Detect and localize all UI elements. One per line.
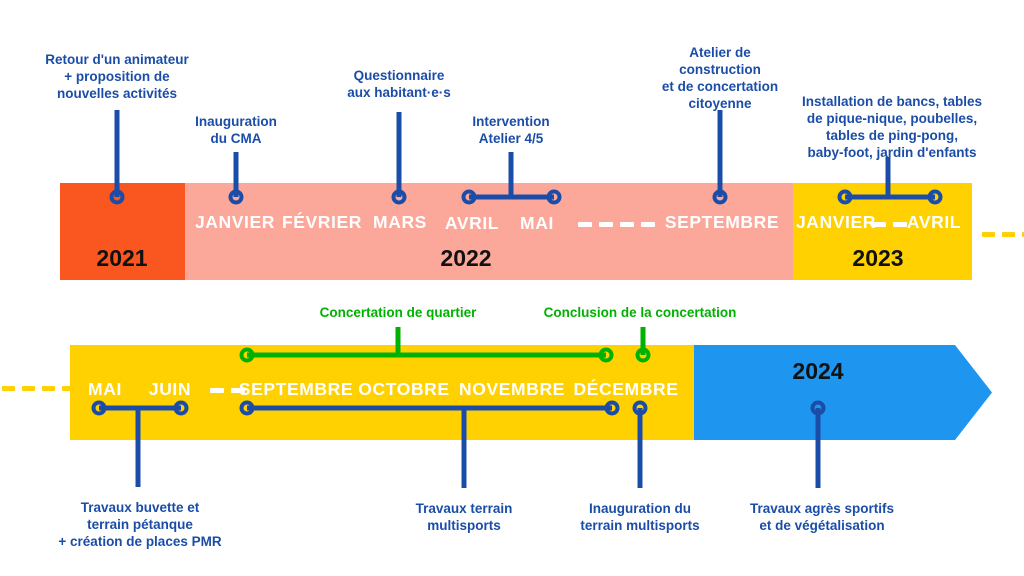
marker-dot-concertation-end[interactable] xyxy=(598,347,614,363)
connector-stem-travaux-buvette xyxy=(135,408,141,487)
marker-dot-inauguration-multisports[interactable] xyxy=(632,400,648,416)
range-line-intervention-atelier xyxy=(469,194,554,200)
month-label-fevrier-2022: FÉVRIER xyxy=(281,212,363,232)
range-line-concertation-quartier xyxy=(247,352,606,358)
month-label-juin-2023: JUIN xyxy=(148,379,192,399)
callout-intervention-atelier: Intervention Atelier 4/5 xyxy=(472,114,550,146)
marker-dot-travaux-multisports-start[interactable] xyxy=(239,400,255,416)
connector-stem-conclusion-concertation xyxy=(640,327,646,355)
marker-dot-retour-animateur[interactable] xyxy=(109,189,125,205)
month-label-novembre-2023: NOVEMBRE xyxy=(459,379,565,399)
callout-retour-animateur: Retour d'un animateur + proposition de n… xyxy=(45,52,189,101)
marker-dot-concertation-start[interactable] xyxy=(239,347,255,363)
connector-stem-atelier-construction xyxy=(717,110,723,197)
month-label-septembre-2022: SEPTEMBRE xyxy=(664,212,780,232)
callout-inauguration-multisports: Inauguration du terrain multisports xyxy=(580,501,700,533)
range-line-travaux-multisports xyxy=(247,405,612,411)
timeline-segment-2024-arrow xyxy=(694,345,992,440)
timeline-segment-2023-continued xyxy=(70,345,694,440)
dashed-gap-row2 xyxy=(210,388,245,393)
callout-travaux-multisports: Travaux terrain multisports xyxy=(415,501,513,533)
year-label-2021: 2021 xyxy=(96,245,148,271)
month-label-decembre-2023: DÉCEMBRE xyxy=(573,379,679,399)
month-label-septembre-2023: SEPTEMBRE xyxy=(238,379,354,399)
connector-stem-retour-animateur xyxy=(114,110,120,197)
callout-travaux-buvette: Travaux buvette et terrain pétanque + cr… xyxy=(58,500,222,549)
marker-dot-travaux-agres[interactable] xyxy=(810,400,826,416)
connector-stem-inauguration-cma xyxy=(233,152,239,197)
month-label-mai-2023: MAI xyxy=(88,379,122,399)
callout-questionnaire: Questionnaire aux habitant·e·s xyxy=(347,68,451,100)
callout-conclusion-concertation: Conclusion de la concertation xyxy=(543,305,737,320)
month-label-mars-2022: MARS xyxy=(373,212,427,232)
marker-dot-intervention-start[interactable] xyxy=(461,189,477,205)
range-line-installation-bancs xyxy=(845,194,935,200)
marker-dot-travaux-multisports-end[interactable] xyxy=(604,400,620,416)
connector-stem-questionnaire xyxy=(396,112,402,197)
marker-dot-installation-start[interactable] xyxy=(837,189,853,205)
year-label-2024: 2024 xyxy=(792,358,844,384)
year-label-2022: 2022 xyxy=(440,245,492,271)
dashed-continuation-left xyxy=(2,386,75,391)
month-label-mai-2022: MAI xyxy=(520,213,554,233)
month-label-octobre-2023: OCTOBRE xyxy=(358,379,450,399)
connector-stem-concertation-quartier xyxy=(395,327,401,355)
connector-stem-travaux-agres xyxy=(815,408,821,488)
year-label-2023: 2023 xyxy=(852,245,904,271)
dashed-continuation-right xyxy=(982,232,1024,237)
marker-dot-travaux-buvette-end[interactable] xyxy=(173,400,189,416)
callout-atelier-construction: Atelier de construction et de concertati… xyxy=(661,45,779,111)
connector-stem-inauguration-multisports xyxy=(637,408,643,488)
marker-dot-inauguration-cma[interactable] xyxy=(228,189,244,205)
marker-dot-intervention-end[interactable] xyxy=(546,189,562,205)
callout-installation-bancs: Installation de bancs, tables de pique-n… xyxy=(801,94,983,160)
marker-dot-questionnaire[interactable] xyxy=(391,189,407,205)
callout-inauguration-cma: Inauguration du CMA xyxy=(195,114,277,146)
callout-concertation-quartier: Concertation de quartier xyxy=(319,305,477,320)
month-label-janvier-2023: JANVIER xyxy=(795,212,877,232)
marker-dot-atelier-construction[interactable] xyxy=(712,189,728,205)
dashed-gap-row1 xyxy=(578,222,655,227)
month-label-avril-2022: AVRIL xyxy=(444,213,500,233)
marker-dot-installation-end[interactable] xyxy=(927,189,943,205)
marker-dot-travaux-buvette-start[interactable] xyxy=(91,400,107,416)
callout-travaux-agres: Travaux agrès sportifs et de végétalisat… xyxy=(749,501,895,533)
marker-dot-conclusion-concertation[interactable] xyxy=(635,347,651,363)
month-label-janvier-2022: JANVIER xyxy=(194,212,276,232)
month-label-avril-2023: AVRIL xyxy=(906,212,962,232)
dashed-gap-2023 xyxy=(872,222,907,227)
connector-stem-travaux-multisports xyxy=(461,408,467,488)
connector-stem-installation-bancs xyxy=(885,157,891,197)
connector-stem-intervention-atelier xyxy=(508,152,514,197)
